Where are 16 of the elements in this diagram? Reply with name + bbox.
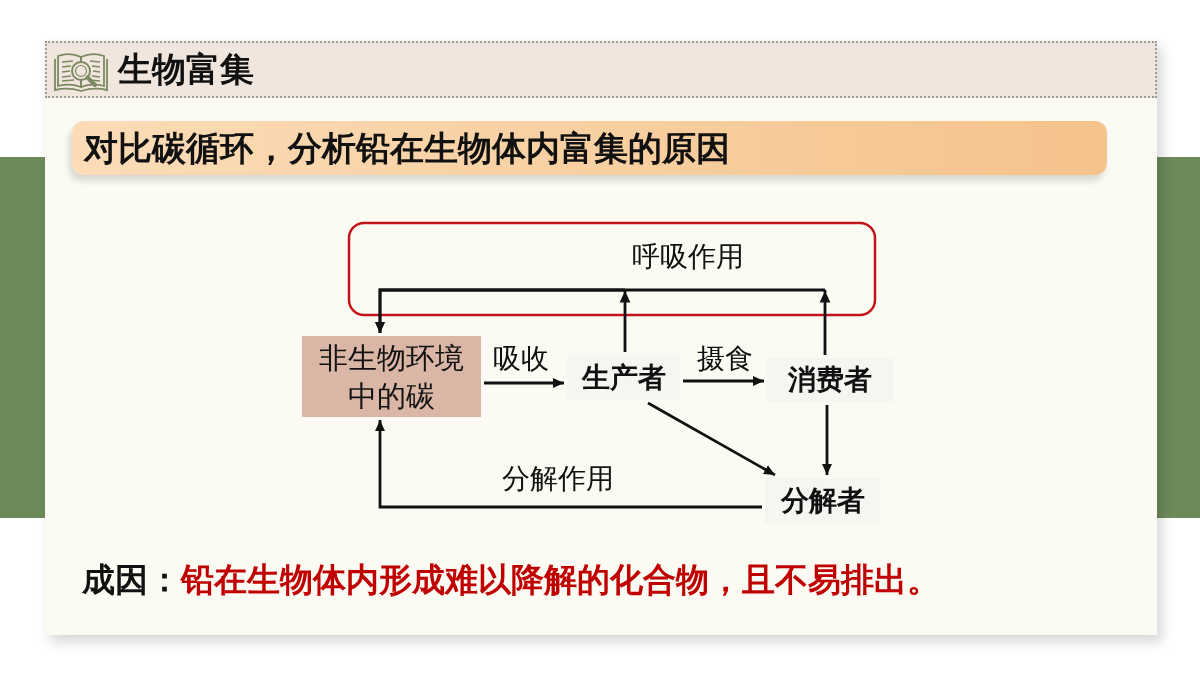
arrow [375, 288, 831, 357]
arrow [484, 378, 564, 388]
cause-label: 成因： [82, 560, 181, 600]
cause-text: 铅在生物体内形成难以降解的化合物，且不易排出。 [181, 560, 940, 600]
arrow [683, 376, 764, 386]
section-banner [72, 121, 1107, 175]
node-label: 非生物环境中的碳 [318, 339, 465, 415]
page-title: 生物富集 [118, 49, 254, 89]
arrow [375, 420, 762, 509]
node-label: 消费者 [788, 362, 872, 398]
node-label: 分解者 [780, 482, 865, 519]
arrow [647, 401, 776, 477]
section-heading: 对比碳循环，分析铅在生物体内富集的原因 [84, 127, 730, 169]
node-label: 生产者 [581, 359, 666, 396]
arrow [822, 405, 832, 475]
environment-box [302, 336, 481, 417]
